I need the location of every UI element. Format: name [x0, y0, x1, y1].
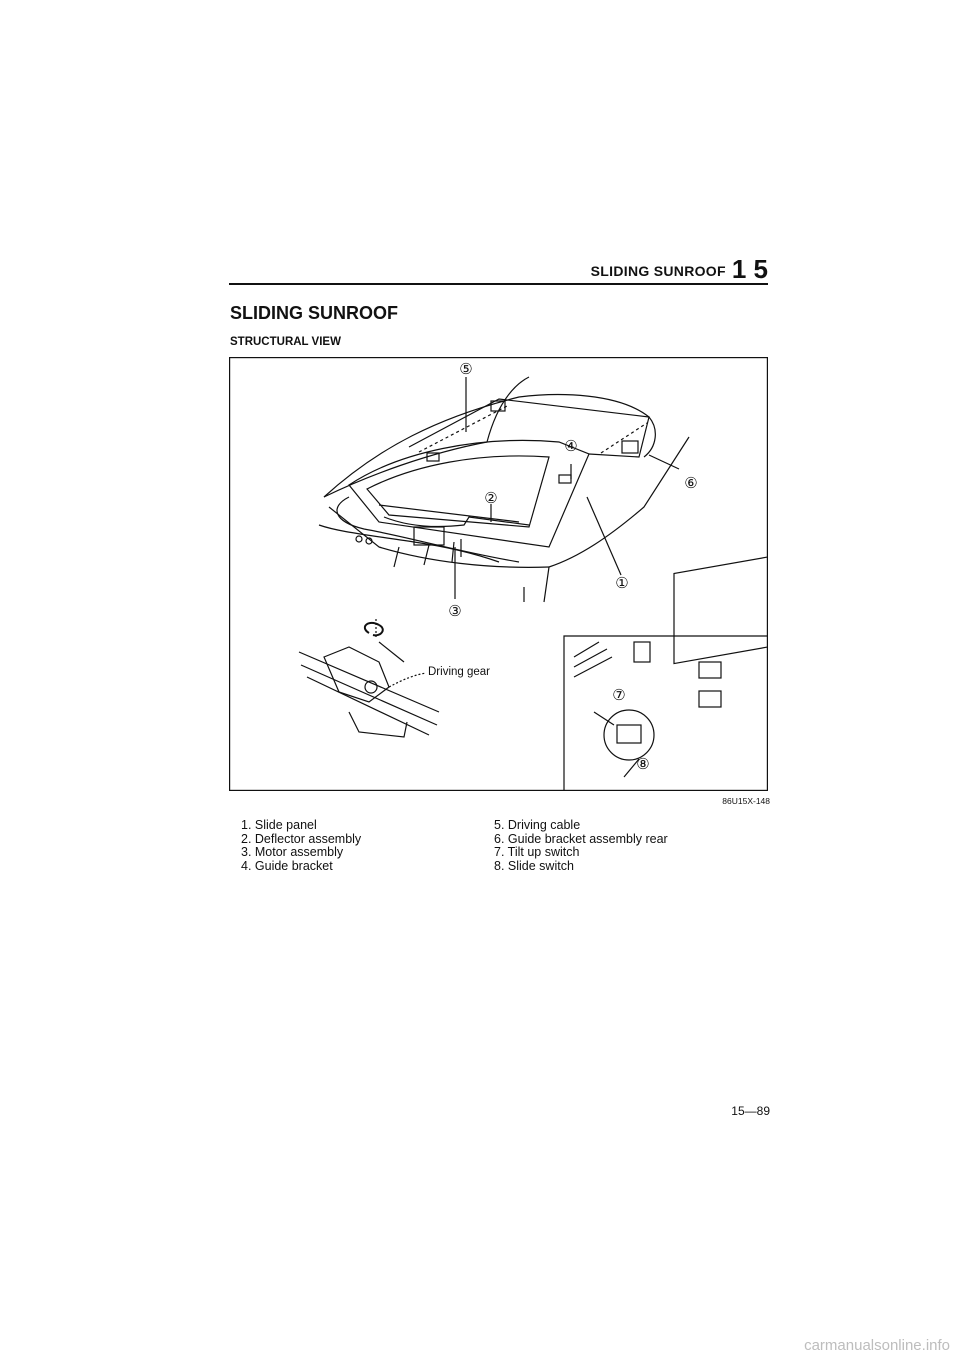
running-header: SLIDING SUNROOF 1 5: [591, 252, 768, 282]
callout-5: ⑤: [459, 362, 472, 378]
structural-view-figure: ⑤ ④ ⑥ ② ① ③ ⑦ ⑧ Driving gear: [229, 357, 768, 791]
callout-7: ⑦: [612, 688, 625, 704]
page-number: 15—89: [731, 1104, 770, 1118]
legend-item: 4. Guide bracket: [241, 858, 333, 873]
subsection-title: STRUCTURAL VIEW: [230, 336, 341, 348]
callout-3: ③: [448, 604, 461, 620]
callout-8: ⑧: [636, 757, 649, 773]
chapter-number: 1 5: [731, 254, 768, 284]
legend-item: 6. Guide bracket assembly rear: [494, 831, 668, 846]
callout-6: ⑥: [684, 476, 697, 492]
legend-item: 1. Slide panel: [241, 818, 317, 832]
callout-1: ①: [615, 576, 628, 592]
legend-left: 1. Slide panel 2. Deflector assembly 3. …: [241, 818, 362, 873]
callout-2: ②: [484, 491, 497, 507]
structural-view-illustration: ⑤ ④ ⑥ ② ① ③ ⑦ ⑧ Driving gear: [229, 357, 768, 791]
driving-gear-label: Driving gear: [428, 666, 490, 678]
running-title: SLIDING SUNROOF: [590, 263, 726, 279]
legend-right: 5. Driving cable 6. Guide bracket assemb…: [494, 818, 668, 873]
figure-code: 86U15X-148: [722, 796, 770, 806]
legend-item: 2. Deflector assembly: [241, 831, 362, 846]
legend-item: 8. Slide switch: [494, 858, 574, 873]
legend-item: 7. Tilt up switch: [494, 845, 580, 859]
legend-item: 3. Motor assembly: [241, 845, 344, 859]
callout-4: ④: [564, 439, 577, 455]
header-rule: [229, 283, 768, 285]
watermark: carmanualsonline.info: [804, 1337, 950, 1354]
legend-item: 5. Driving cable: [494, 818, 581, 832]
section-title: SLIDING SUNROOF: [230, 303, 399, 323]
